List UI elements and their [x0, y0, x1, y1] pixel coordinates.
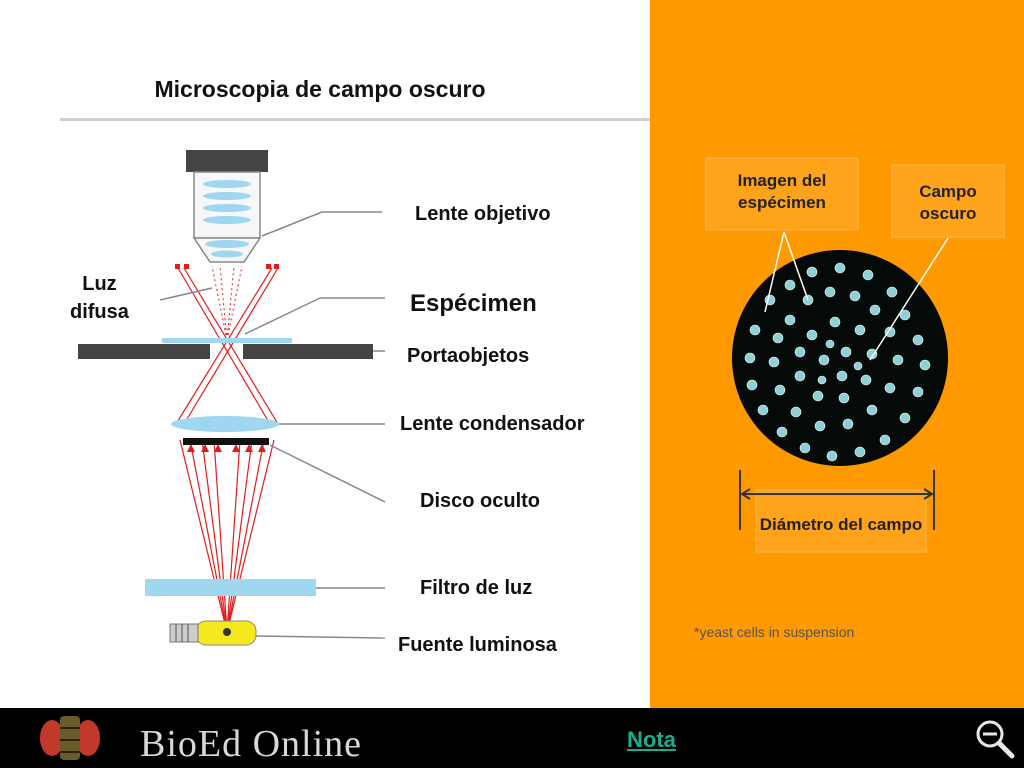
condenser-lens [171, 416, 279, 432]
label-light-source: Fuente luminosa [398, 634, 557, 656]
slide-title: Microscopia de campo oscuro [154, 76, 486, 102]
label-leader-lines [159, 211, 386, 639]
specimen-layer [162, 338, 292, 343]
slide-left-stage [78, 344, 210, 359]
darkfield-stop-disk [183, 438, 269, 445]
light-bulb [169, 620, 257, 646]
objective-lens [186, 150, 268, 263]
title-divider [60, 118, 650, 121]
callout-dark-field: Campo oscuro [919, 182, 977, 223]
diffuse-light-rays [211, 265, 243, 341]
nota-link[interactable]: Nota [627, 727, 676, 752]
image-callout-box [705, 157, 859, 231]
yeast-cells [744, 262, 931, 462]
brand-name: BioEd Online [140, 723, 363, 765]
callout-pointers [764, 231, 949, 361]
field-callout-box [891, 164, 1005, 238]
label-objective-lens: Lente objetivo [415, 203, 551, 225]
label-diffuse-light: Luz difusa [70, 273, 129, 323]
diameter-callout-box [755, 489, 927, 553]
diameter-bracket [739, 470, 935, 530]
label-condenser-lens: Lente condensador [400, 413, 585, 435]
darkfield-micrograph [705, 157, 1005, 553]
label-stop-disk: Disco oculto [420, 490, 541, 512]
ray-arrowheads [187, 444, 266, 452]
zoom-out-icon[interactable] [974, 718, 1016, 760]
footer-bar [0, 708, 1024, 768]
label-specimen: Espécimen [410, 290, 537, 317]
label-slide: Portaobjetos [407, 345, 530, 367]
callout-specimen-image: Imagen del espécimen [737, 171, 827, 212]
footnote-yeast: *yeast cells in suspension [694, 624, 855, 640]
illumination-rays [175, 267, 279, 633]
dark-field-circle [732, 250, 948, 466]
ray-end-markers [175, 264, 279, 269]
slide-right-stage [243, 344, 373, 359]
label-light-filter: Filtro de luz [420, 577, 533, 599]
light-filter [145, 579, 316, 596]
callout-field-diameter: Diámetro del campo [759, 515, 923, 534]
microscope-diagram [78, 150, 1005, 646]
bee-logo-icon [40, 716, 100, 760]
